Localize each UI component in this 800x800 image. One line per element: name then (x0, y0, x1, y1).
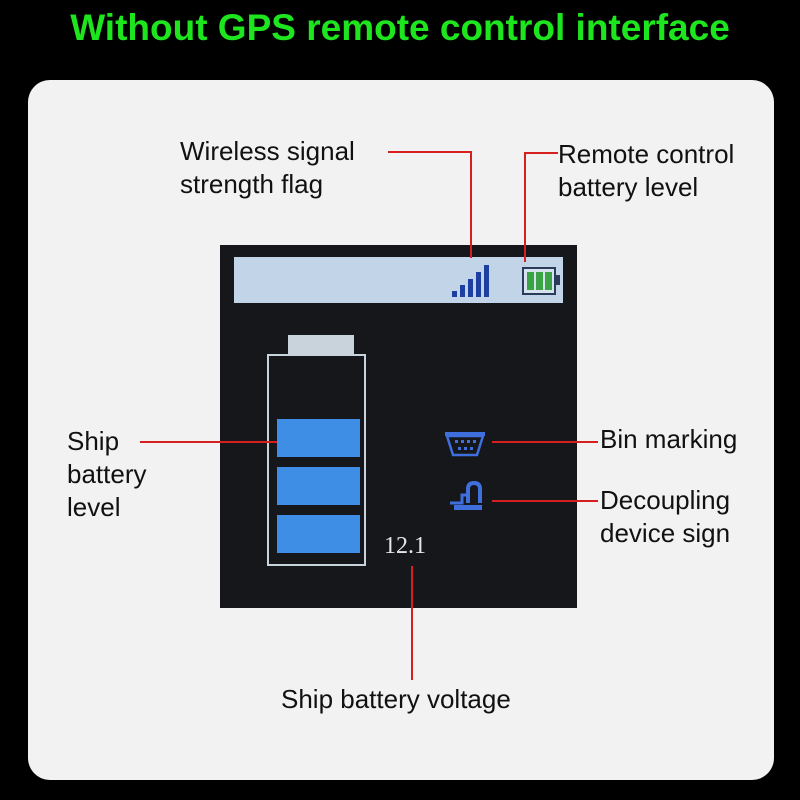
decoupling-label: Decoupling device sign (600, 485, 731, 548)
ship-battery-voltage-readout: 12.1 (384, 533, 426, 559)
ship-battery-label: Ship battery level (67, 426, 147, 522)
remote-battery-label: Remote control battery level (558, 139, 735, 202)
bin-icon (445, 432, 485, 457)
remote-battery-leader-h (524, 152, 558, 154)
wireless-signal-label: Wireless signal strength flag (180, 136, 355, 199)
wireless-signal-leader-v (470, 151, 472, 258)
wireless-signal-leader-h (388, 151, 472, 153)
ship-battery-leader (140, 441, 277, 443)
ship-voltage-leader (411, 566, 413, 680)
ship-voltage-label: Ship battery voltage (281, 684, 511, 714)
status-bar (234, 257, 563, 303)
page-title: Without GPS remote control interface (70, 7, 730, 48)
bin-marking-label: Bin marking (600, 424, 738, 454)
decoupling-device-icon (450, 480, 482, 510)
lcd-screen: 12.1 (220, 245, 577, 608)
remote-battery-leader-v (524, 152, 526, 262)
bin-marking-leader (492, 441, 598, 443)
decoupling-leader (492, 500, 598, 502)
